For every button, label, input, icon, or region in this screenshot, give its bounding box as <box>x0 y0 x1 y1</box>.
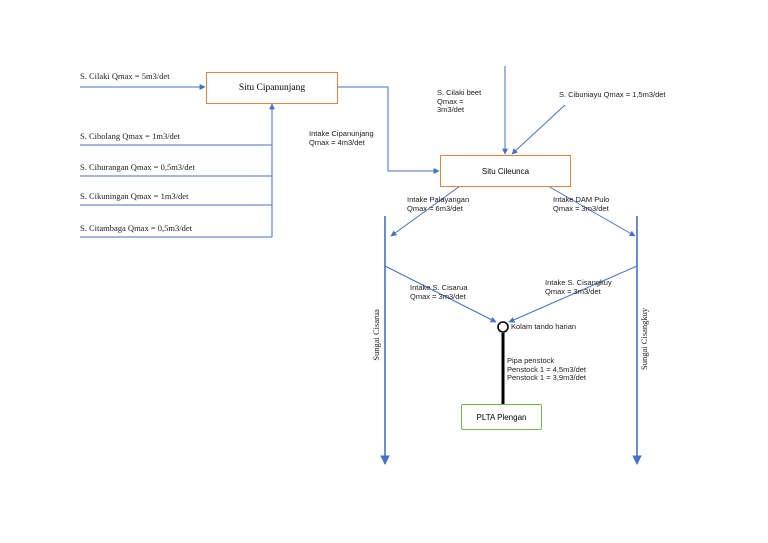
intake-palayangan-label: Intake Palayangan Qmax = 6m3/det <box>407 195 470 213</box>
palayangan-flow-line <box>390 185 461 237</box>
intake-cisangkuy-label: Intake S. Cisangkuy Qmax = 3m3/det <box>545 278 612 296</box>
cisarua-intake-line <box>384 265 497 323</box>
intake-cipanunjang-label: Intake Cipanunjang Qmax = 4m3/det <box>309 129 374 147</box>
situ-cipanunjang-label: Situ Cipanunjang <box>238 83 306 93</box>
cipanunjang-outflow-line <box>338 86 440 174</box>
situ-cipanunjang-box: Situ Cipanunjang <box>206 72 338 104</box>
plta-plengan-box: PLTA Plengan <box>461 404 542 430</box>
river-cisangkuy-label: Sungai Cisangkuy <box>639 307 650 370</box>
cibuniayu-flow-line <box>511 104 566 155</box>
situ-cileunca-box: Situ Cileunca <box>440 155 571 187</box>
tributary-cibuniayu-label: S. Cibuniayu Qmax = 1,5m3/det <box>559 90 666 99</box>
tributary-citambaga-label: S. Citambaga Qmax = 0,5m3/det <box>80 223 192 233</box>
plta-plengan-label: PLTA Plengan <box>476 412 527 422</box>
dam-pulo-flow-line <box>547 185 636 237</box>
situ-cileunca-label: Situ Cileunca <box>481 166 530 176</box>
cisangkuy-intake-line <box>508 265 638 323</box>
tributary-cikuningan-label: S. Cikuningan Qmax = 1m3/det <box>80 191 189 201</box>
tributary-cibolang-label: S. Cibolang Qmax = 1m3/det <box>80 131 180 141</box>
tributary-cihurangan-label: S. Cihurangan Qmax = 0,5m3/det <box>80 162 195 172</box>
river-cisarua-label: Sungai Cisarua <box>371 309 382 361</box>
intake-cisarua-label: Intake S. Cisarua Qmax = 3m3/det <box>410 283 468 301</box>
kolam-tando-label: Kolam tando harian <box>511 322 577 331</box>
tributary-cilaki-label: S. Cilaki Qmax = 5m3/det <box>80 71 170 81</box>
kolam-tando-circle <box>497 321 509 333</box>
penstock-label: Pipa penstock Penstock 1 = 4,5m3/det Pen… <box>507 356 587 383</box>
intake-dam-pulo-label: Intake DAM Pulo Qmax = 3m3/det <box>553 195 610 213</box>
tributary-cilaki-beet-label: S. Cilaki beet Qmax = 3m3/det <box>437 88 482 115</box>
